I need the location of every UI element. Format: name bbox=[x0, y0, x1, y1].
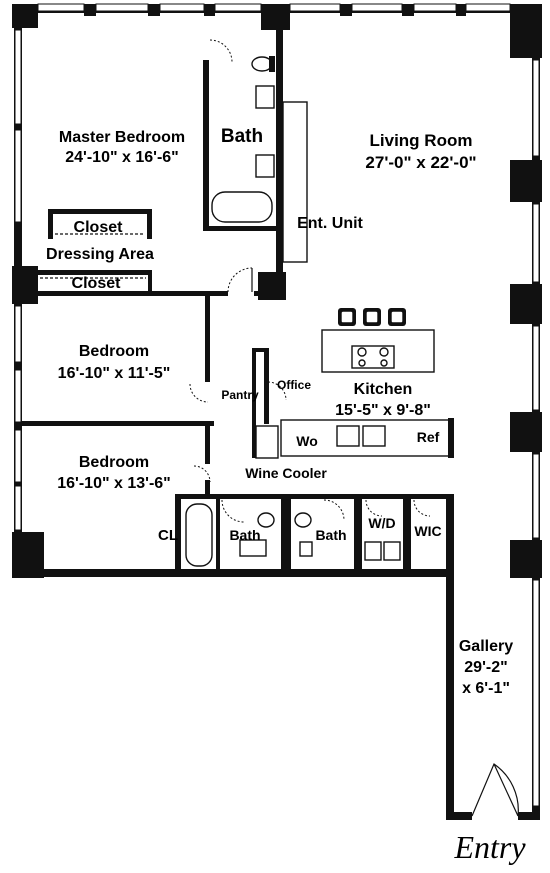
bedroom-2-name: Bedroom bbox=[79, 343, 149, 360]
pantry-label: Pantry bbox=[221, 388, 259, 402]
office-label: Office bbox=[277, 378, 311, 392]
master-bath-fixtures bbox=[209, 39, 275, 223]
ent-unit-label: Ent. Unit bbox=[297, 215, 363, 232]
master-bedroom-name: Master Bedroom bbox=[59, 129, 185, 146]
master-bath-name: Bath bbox=[221, 126, 263, 147]
bedroom-3-size: 16'-10" x 13'-6" bbox=[57, 475, 171, 492]
entertainment-unit bbox=[282, 101, 308, 263]
bath-3-label: Bath bbox=[315, 527, 346, 543]
refrigerator-label: Ref bbox=[417, 429, 440, 445]
interior-walls bbox=[22, 28, 454, 572]
wic-label: WIC bbox=[414, 523, 441, 539]
kitchen-fixtures bbox=[255, 308, 454, 459]
closet-cl-label: CL bbox=[158, 527, 178, 544]
washer-dryer-label: W/D bbox=[368, 515, 395, 531]
closet-lower-label: Closet bbox=[72, 275, 122, 292]
entry-door[interactable] bbox=[471, 763, 519, 817]
pillars bbox=[12, 4, 542, 578]
kitchen-size: 15'-5" x 9'-8" bbox=[335, 402, 431, 419]
gallery-name: Gallery bbox=[459, 638, 513, 655]
gallery-size-line1: 29'-2" bbox=[464, 659, 507, 676]
wine-cooler-label: Wine Cooler bbox=[245, 465, 327, 481]
dressing-closets bbox=[34, 209, 152, 292]
dressing-area-label: Dressing Area bbox=[46, 246, 154, 263]
closet-upper-label: Closet bbox=[74, 219, 124, 236]
bedroom-2-size: 16'-10" x 11'-5" bbox=[58, 365, 171, 382]
gallery-size-line2: x 6'-1" bbox=[462, 680, 510, 697]
master-bedroom-size: 24'-10" x 16'-6" bbox=[65, 149, 179, 166]
bedroom-3-name: Bedroom bbox=[79, 454, 149, 471]
bath-row-fixtures bbox=[185, 465, 431, 567]
kitchen-name: Kitchen bbox=[354, 381, 413, 398]
windows-side bbox=[14, 29, 540, 807]
entry-label: Entry bbox=[453, 829, 526, 865]
door-swings bbox=[189, 267, 253, 403]
living-room-size: 27'-0" x 22'-0" bbox=[365, 153, 476, 172]
bath-2-label: Bath bbox=[229, 527, 260, 543]
wall-oven-label: Wo bbox=[296, 433, 318, 449]
living-room-name: Living Room bbox=[370, 131, 473, 150]
